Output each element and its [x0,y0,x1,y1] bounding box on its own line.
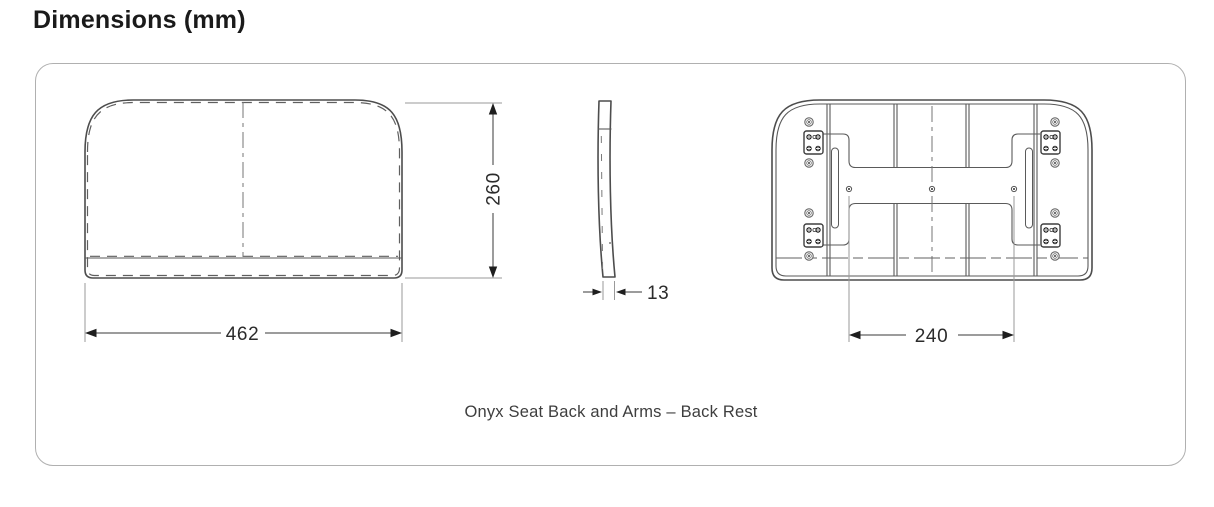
dimension-side-thickness-label: 13 [647,283,669,304]
dimension-front-height: 260 [405,102,505,279]
side-hidden-line [600,135,604,271]
dimension-arrow-right [1002,330,1014,340]
dimension-back-mount-width: 240 [848,196,1015,347]
screw-washer [804,208,814,218]
mounting-bracket [1041,224,1060,247]
mounting-bracket [804,131,823,154]
dimension-front-width-label: 462 [226,324,260,345]
back-channel-bottom [822,202,1040,246]
back-rail-slot-right [1025,147,1033,229]
screw-washer [804,158,814,168]
page-title: Dimensions (mm) [33,6,246,34]
dimension-arrow-right [592,288,602,296]
back-rail-slot-left [831,147,839,229]
dimension-front-width: 462 [84,283,403,345]
dimension-arrow-left [849,330,861,340]
pivot-hole [1010,185,1018,193]
dimension-back-mount-width-label: 240 [915,326,949,347]
dimension-arrow-right [390,328,402,338]
side-outline [597,100,616,278]
pivot-hole [845,185,853,193]
dimension-arrow-down [488,266,498,278]
front-outline [84,99,403,279]
back-outline-inner [775,103,1089,277]
back-channel-top [822,133,1040,169]
drawing-caption: Onyx Seat Back and Arms – Back Rest [464,403,757,421]
back-view [771,99,1093,281]
screw-washer [804,117,814,127]
dimension-arrow-left [85,328,97,338]
dimension-arrow-left [616,288,626,296]
dimension-arrow-up [488,103,498,115]
mounting-bracket [804,224,823,247]
dimension-side-thickness: 13 [583,281,669,304]
side-detail-dot [609,242,611,244]
screw-washer [1050,158,1060,168]
screw-washer [1050,251,1060,261]
mounting-bracket [1041,131,1060,154]
back-ribs [826,104,1038,276]
dimension-front-height-label: 260 [484,172,505,206]
screw-washer [1050,117,1060,127]
back-outline-outer [771,99,1093,281]
side-view [597,100,616,278]
pivot-hole [928,185,936,193]
front-view [84,99,403,279]
screw-washer [804,251,814,261]
front-outline-hidden [86,101,401,277]
screw-washer [1050,208,1060,218]
